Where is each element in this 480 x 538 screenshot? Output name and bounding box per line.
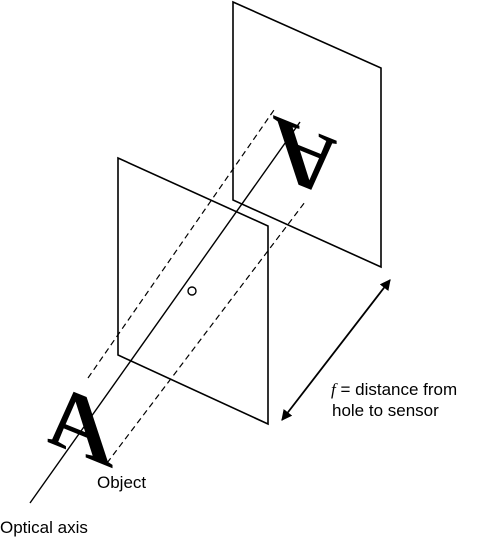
optical-axis-line — [29, 121, 301, 504]
pinhole — [187, 286, 197, 296]
light-ray-bottom — [106, 201, 306, 464]
focal-length-label-line2: hole to sensor — [332, 401, 439, 420]
optical-axis-label: Optical axis — [0, 518, 88, 537]
image-letter: A — [273, 95, 338, 220]
light-ray-top — [87, 109, 275, 379]
focal-length-label-line1: f = distance from — [331, 380, 457, 399]
focal-length-symbol: f — [331, 380, 338, 399]
object-label: Object — [97, 473, 146, 492]
object-letter: A — [47, 360, 113, 489]
sensor-plane — [232, 0, 382, 269]
focal-distance-arrow — [281, 279, 391, 421]
focal-length-text-1: = distance from — [336, 380, 457, 399]
